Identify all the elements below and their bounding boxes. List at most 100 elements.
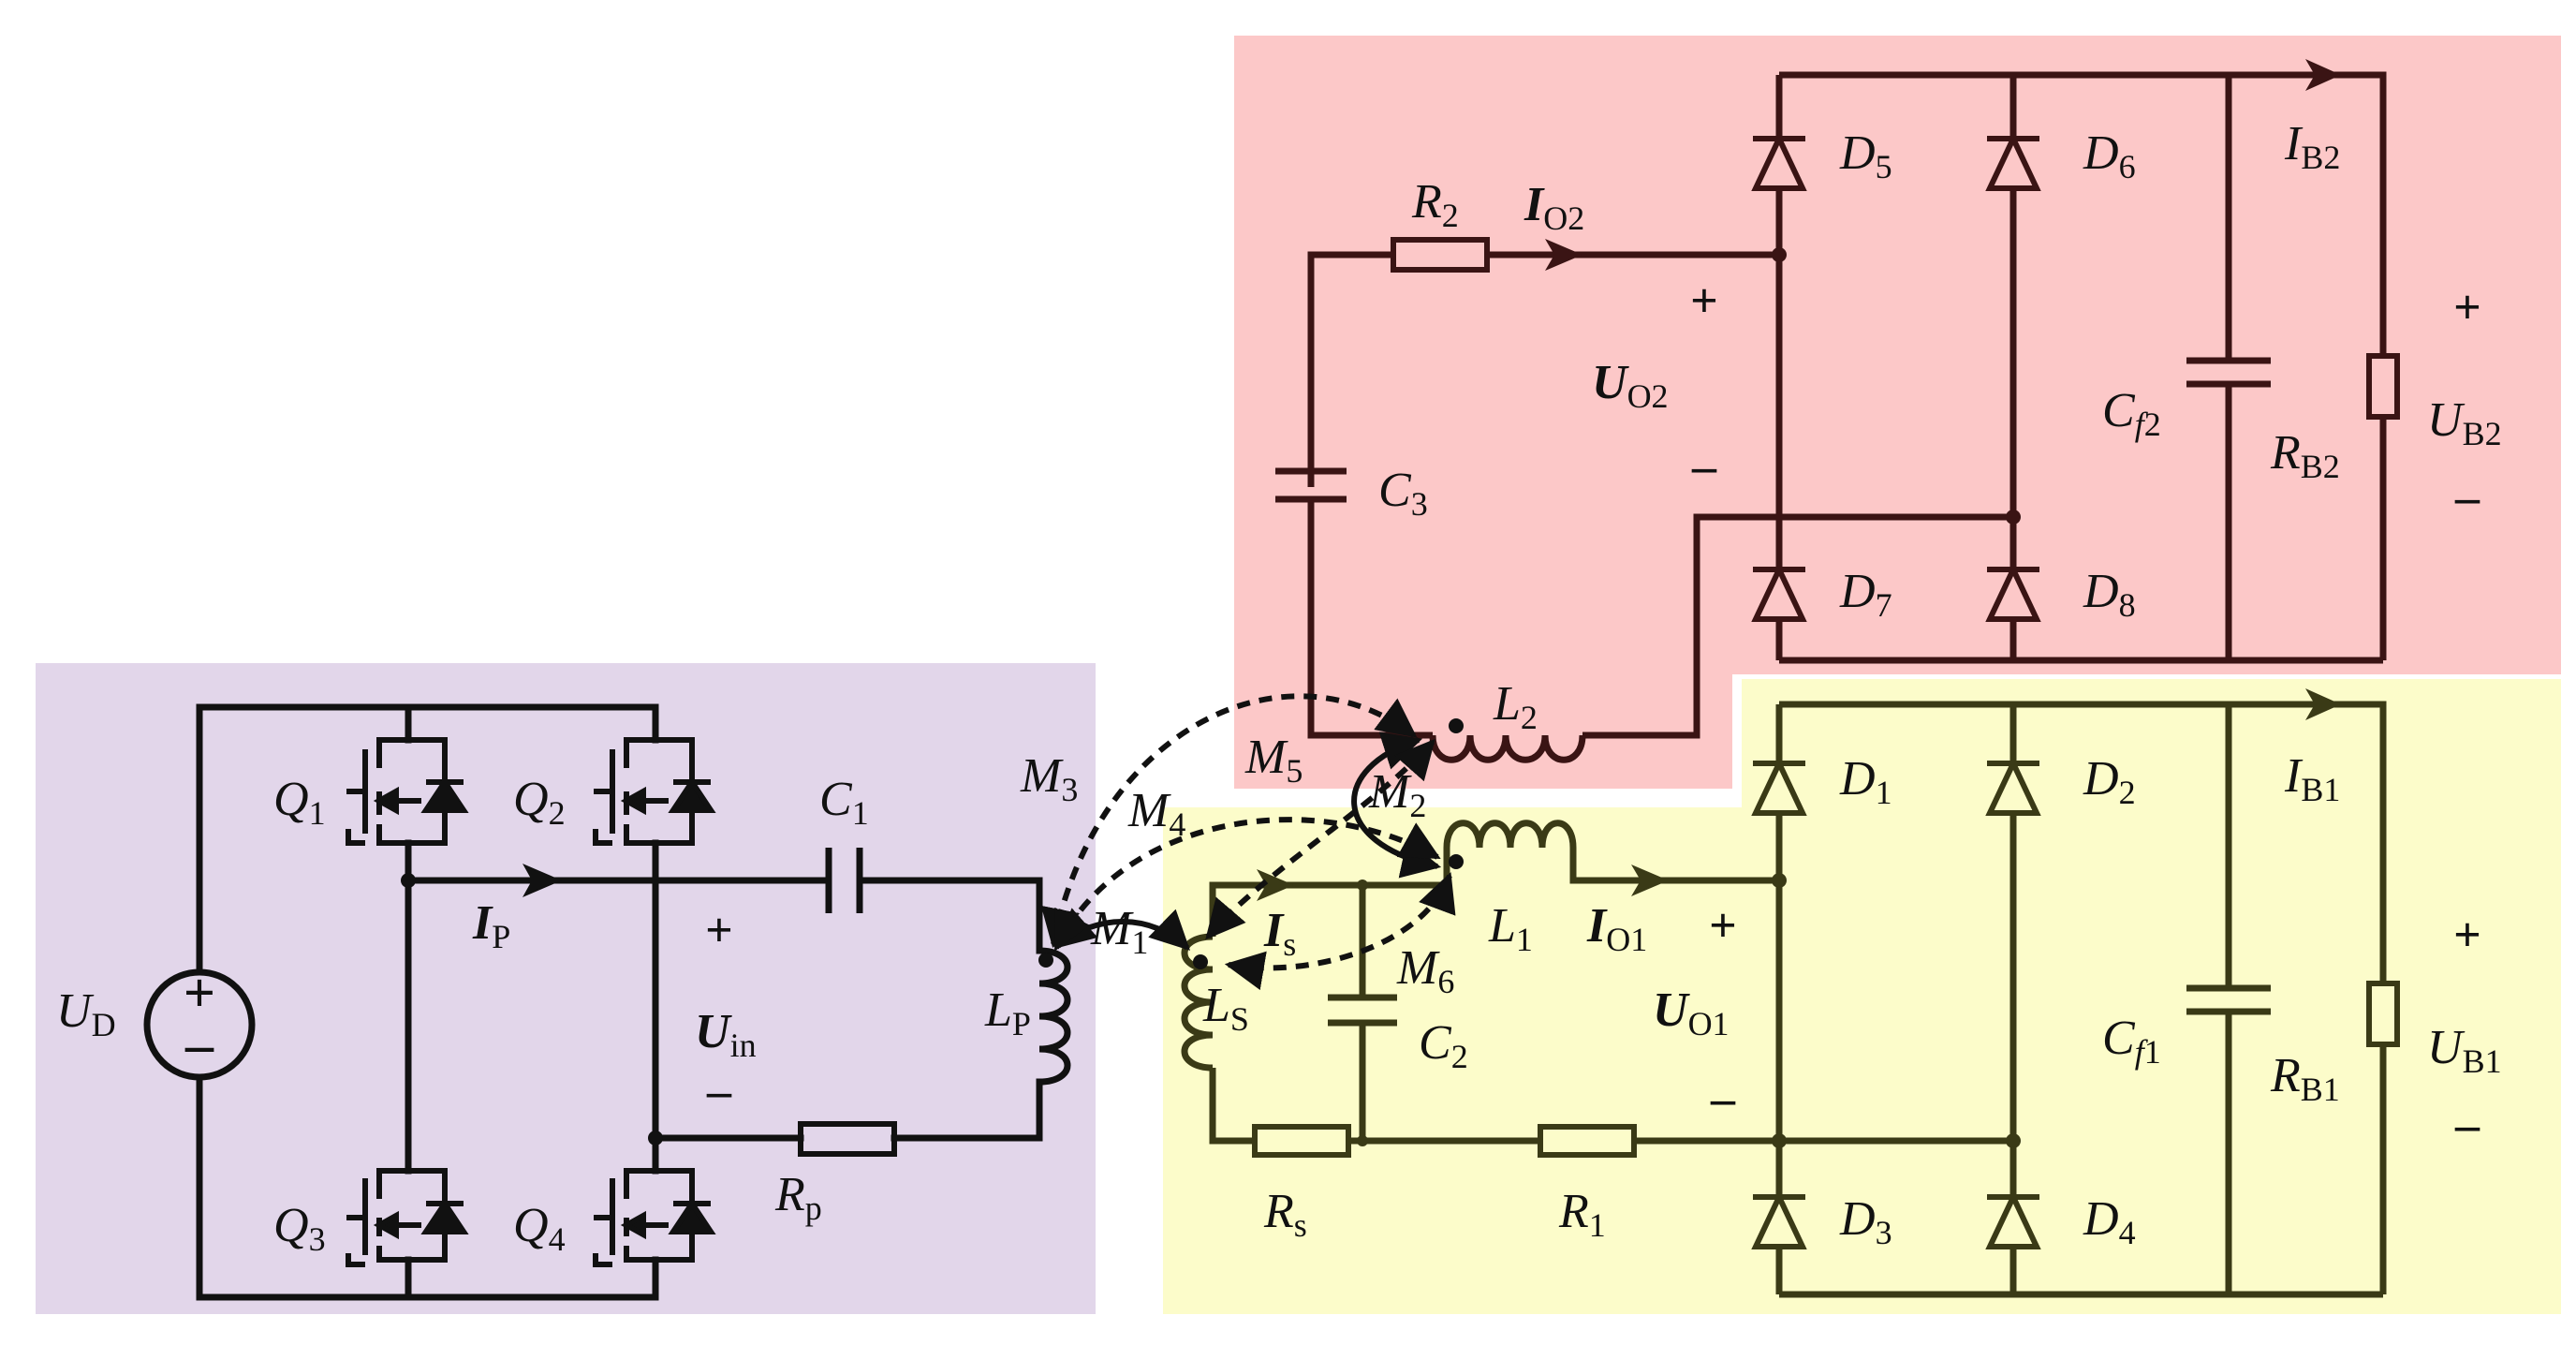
l2-dot: [1449, 718, 1464, 733]
s1-junction: [1357, 879, 1368, 891]
capacitor-c1: [825, 848, 863, 913]
primary-junction: [401, 873, 416, 888]
label-d3: D3: [1839, 1192, 1892, 1251]
diode-d1: [1751, 756, 1807, 816]
s1-wire-ls-bottom: [1209, 1068, 1255, 1145]
label-cf2: Cf2: [2102, 384, 2161, 443]
label-cf1: Cf1: [2102, 1012, 2161, 1071]
uin-minus: –: [706, 1065, 732, 1118]
label-d8: D8: [2083, 565, 2136, 624]
ub2-plus: +: [2453, 281, 2481, 334]
label-ip: IP: [472, 896, 510, 955]
uin-plus: +: [705, 904, 733, 957]
diode-d7: [1751, 562, 1807, 622]
label-ub2: UB2: [2427, 393, 2502, 452]
label-r2: R2: [1411, 175, 1459, 234]
ib1-arrow: [2305, 688, 2341, 720]
label-m2: M2: [1368, 765, 1426, 824]
label-q2: Q2: [513, 773, 566, 832]
s1-wire-l1: [1443, 848, 1779, 884]
primary-wire-c1-right: [856, 877, 1043, 954]
capacitor-cf1: [2186, 984, 2271, 1015]
label-m1: M1: [1090, 902, 1148, 961]
s1-junction: [2006, 1133, 2021, 1148]
primary-wire-lp-bottom: [891, 1078, 1043, 1142]
diode-d8: [1985, 562, 2041, 622]
lp-dot: [1038, 953, 1053, 968]
dc-source: + –: [143, 962, 256, 1081]
ub1-minus: –: [2454, 1099, 2480, 1152]
diode-d3: [1751, 1190, 1807, 1249]
ub2-minus: –: [2454, 471, 2480, 525]
label-m4: M4: [1127, 784, 1185, 843]
label-ub1: UB1: [2427, 1021, 2502, 1080]
s1-junction: [1772, 873, 1787, 888]
label-q1: Q1: [273, 773, 326, 832]
uo1-minus: –: [1710, 1072, 1736, 1126]
diode-d6: [1985, 131, 2041, 191]
inductor-ls: [1181, 933, 1214, 1072]
resistor-rb2: [2366, 353, 2400, 420]
label-uo2: UO2: [1592, 356, 1669, 415]
label-c1: C1: [819, 773, 869, 832]
dc-source-minus: –: [184, 1013, 214, 1075]
ib2-arrow: [2305, 59, 2341, 91]
coupling-arcs: [1040, 693, 1456, 991]
capacitor-cf2: [2186, 357, 2271, 388]
label-d4: D4: [2083, 1192, 2136, 1251]
label-rb2: RB2: [2270, 426, 2340, 485]
ub1-plus: +: [2453, 909, 2481, 962]
label-d2: D2: [2083, 752, 2136, 811]
label-m3: M3: [1020, 749, 1078, 808]
uo2-minus: –: [1691, 440, 1717, 494]
label-d6: D6: [2083, 126, 2136, 185]
s2-wire-top: [1307, 251, 1779, 487]
mosfet-q2: [593, 737, 716, 846]
resistor-r2: [1391, 237, 1490, 273]
s1-junction: [1772, 1133, 1787, 1148]
coupling-m6-arc: [1224, 872, 1456, 991]
s2-junction: [2006, 510, 2021, 525]
label-uo1: UO1: [1653, 983, 1730, 1042]
primary-region: [36, 663, 1096, 1314]
io1-arrow: [1631, 865, 1669, 896]
mosfet-symbols: [346, 737, 716, 1267]
mosfet-q4: [593, 1168, 716, 1267]
diode-d2: [1985, 756, 2041, 816]
label-q3: Q3: [273, 1199, 326, 1258]
io2-arrow: [1545, 239, 1582, 271]
capacitor-c2: [1328, 994, 1397, 1027]
diodes-s1: [1751, 756, 2041, 1249]
label-ib1: IB1: [2284, 749, 2340, 808]
label-m6: M6: [1396, 941, 1454, 1000]
label-l1: L1: [1488, 899, 1533, 958]
s2-bridge-top: [1779, 71, 2387, 660]
resistor-rb1: [2366, 981, 2400, 1047]
label-l2: L2: [1493, 677, 1538, 736]
diode-d5: [1751, 131, 1807, 191]
label-q4: Q4: [513, 1199, 566, 1258]
label-d1: D1: [1839, 752, 1892, 811]
l1-dot: [1449, 854, 1464, 869]
inductor-l1: [1443, 820, 1577, 849]
dc-source-plus: +: [184, 962, 215, 1024]
inductor-lp: [1038, 947, 1071, 1086]
s2-wire-l2: [1582, 513, 2013, 739]
mosfet-q1: [346, 737, 469, 846]
uo2-plus: +: [1690, 274, 1718, 328]
label-rb1: RB1: [2270, 1049, 2340, 1108]
label-d5: D5: [1839, 126, 1892, 185]
ip-arrow: [523, 864, 562, 897]
label-ib2: IB2: [2284, 117, 2340, 176]
primary-junction: [648, 1131, 663, 1145]
resistor-r1: [1538, 1124, 1637, 1158]
label-ls: LS: [1202, 979, 1249, 1038]
capacitor-c3: [1275, 467, 1347, 503]
label-ud: UD: [56, 984, 116, 1043]
diodes-s2: [1751, 131, 2041, 622]
ls-dot: [1193, 954, 1208, 969]
label-m5: M5: [1244, 731, 1303, 790]
label-io1: IO1: [1586, 899, 1647, 958]
